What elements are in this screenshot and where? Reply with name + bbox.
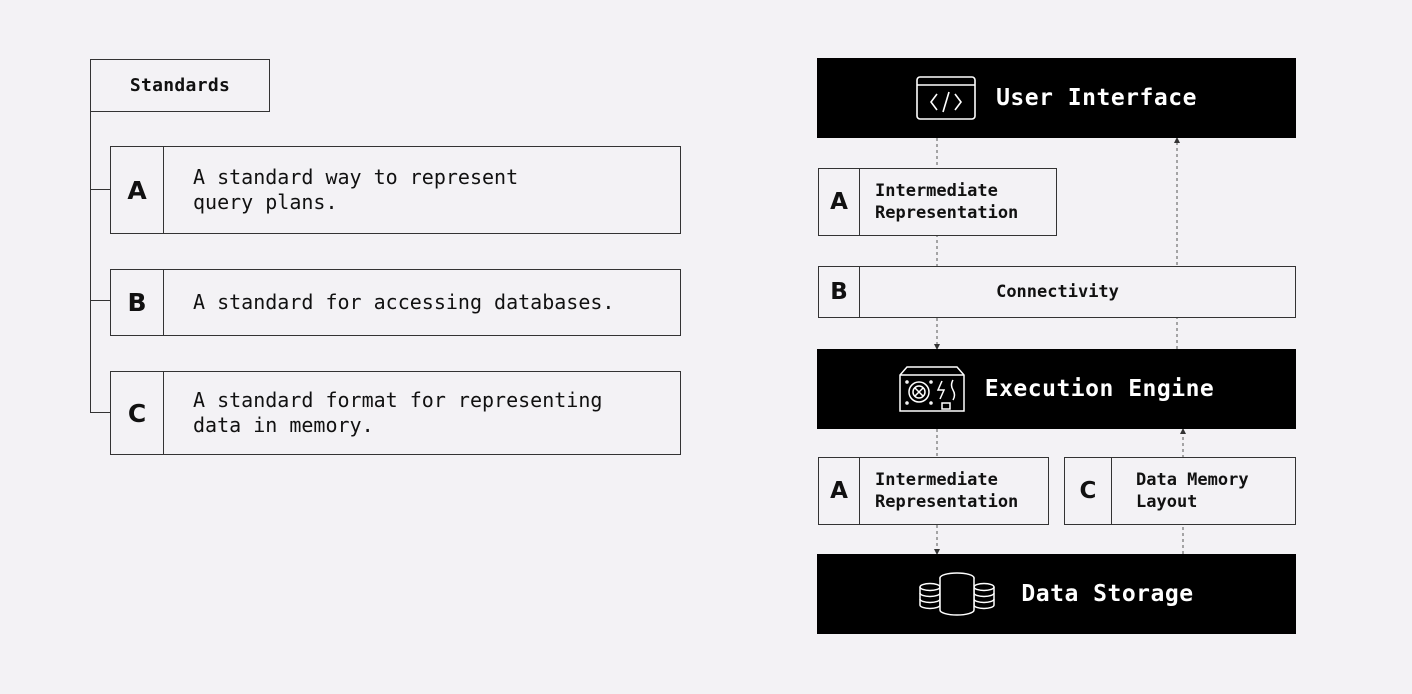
database-stack-icon: [919, 572, 996, 616]
standard-description: A standard way to represent query plans.: [193, 165, 519, 214]
standard-description: A standard for accessing databases.: [193, 290, 615, 314]
data-storage-block: Data Storage: [817, 554, 1296, 634]
standard-description: A standard format for representing data …: [193, 388, 603, 437]
standard-letter: A: [819, 169, 860, 235]
data-memory-layout-label: Data Memory Layout: [1136, 470, 1249, 512]
execution-engine-label: Execution Engine: [984, 376, 1215, 402]
standard-item-c: C A standard format for representing dat…: [110, 371, 681, 455]
data-storage-label: Data Storage: [1021, 581, 1194, 607]
connectivity-box: B Connectivity: [818, 266, 1296, 318]
standard-letter: C: [111, 372, 164, 454]
standard-letter: A: [819, 458, 860, 524]
standard-letter: B: [111, 270, 164, 335]
user-interface-block: User Interface: [817, 58, 1296, 138]
data-memory-layout-box: C Data Memory Layout: [1064, 457, 1296, 525]
tree-connector-a: [90, 189, 111, 190]
standard-letter: B: [819, 267, 860, 317]
ir-bottom-label: Intermediate Representation: [875, 470, 1019, 512]
engine-chassis-icon: [898, 366, 965, 412]
tree-connector-b: [90, 300, 111, 301]
user-interface-label: User Interface: [996, 85, 1197, 111]
standard-item-a: A A standard way to represent query plan…: [110, 146, 681, 234]
connectivity-label: Connectivity: [996, 282, 1119, 302]
standard-letter: C: [1065, 458, 1112, 524]
tree-connector-c: [90, 412, 111, 413]
standard-item-b: B A standard for accessing databases.: [110, 269, 681, 336]
ir-top-label: Intermediate Representation: [875, 181, 1019, 223]
ir-top-box: A Intermediate Representation: [818, 168, 1057, 236]
tree-connector-vertical: [90, 112, 91, 413]
execution-engine-block: Execution Engine: [817, 349, 1296, 429]
code-window-icon: [916, 76, 976, 120]
standard-letter: A: [111, 147, 164, 233]
ir-bottom-box: A Intermediate Representation: [818, 457, 1049, 525]
standards-title: Standards: [90, 59, 270, 112]
